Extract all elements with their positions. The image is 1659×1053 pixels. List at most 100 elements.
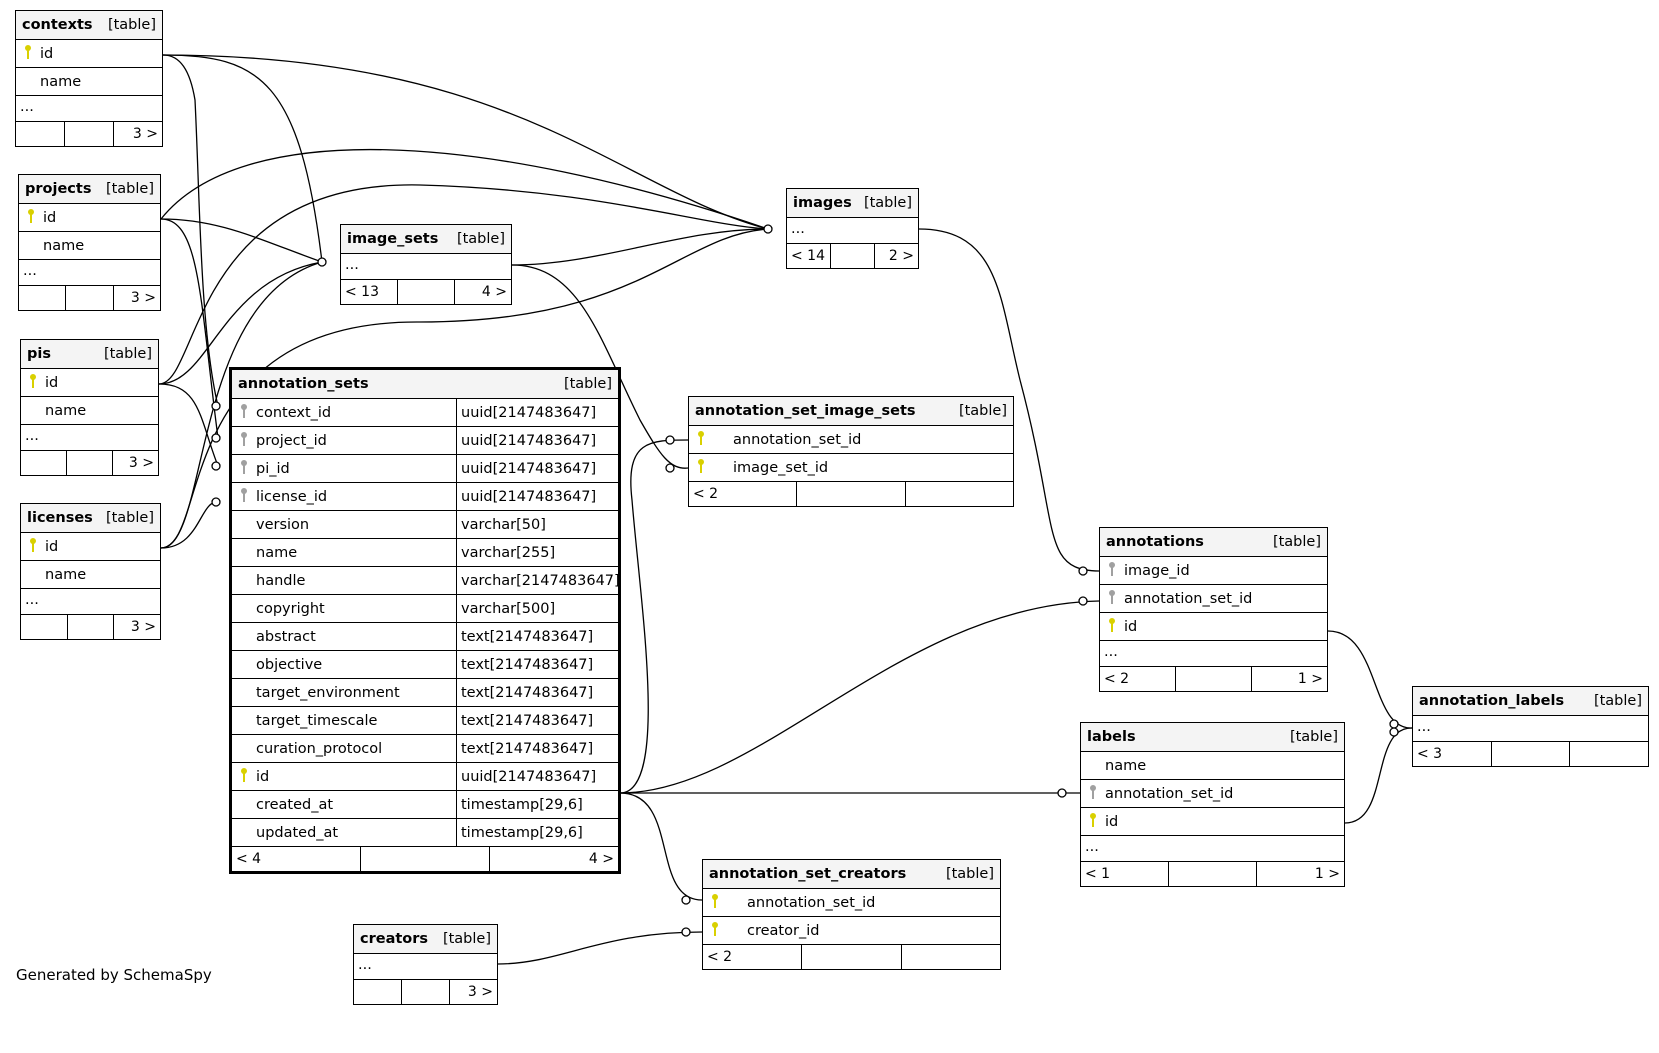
column-name: created_at [256,796,334,813]
column-type: uuid[2147483647] [456,455,618,482]
table-kind: [table] [105,510,154,526]
table-footer: 3 > [21,451,158,475]
column-name: copyright [256,600,325,617]
column-row[interactable]: id [1100,613,1327,641]
foreign-key-icon [232,487,256,506]
column-name: id [1124,618,1138,635]
table-projects[interactable]: projects[table] id name ... 3 > [18,174,161,311]
more-columns: ... [341,254,511,280]
table-kind: [table] [945,866,994,882]
table-kind: [table] [107,17,156,33]
table-creators[interactable]: creators[table] ... 3 > [353,924,498,1005]
column-row[interactable]: project_id uuid[2147483647] [232,427,618,455]
table-footer: < 3 [1413,742,1648,766]
column-row[interactable]: id [21,369,158,397]
table-licenses[interactable]: licenses[table] id name ... 3 > [20,503,161,640]
column-row[interactable]: curation_protocol text[2147483647] [232,735,618,763]
table-kind: [table] [563,376,612,392]
table-kind: [table] [863,195,912,211]
table-labels[interactable]: labels[table] name annotation_set_id id … [1080,722,1345,887]
table-name: annotation_labels [1419,693,1565,709]
table-annotation-set-creators[interactable]: annotation_set_creators[table] annotatio… [702,859,1001,970]
column-name: id [45,538,59,555]
column-type: text[2147483647] [456,707,618,734]
column-name: version [256,516,310,533]
column-row[interactable]: creator_id [703,917,1000,945]
more-columns: ... [1081,836,1344,862]
column-row[interactable]: id [19,204,160,232]
column-name: image_id [1124,562,1190,579]
table-kind: [table] [456,231,505,247]
more-columns: ... [21,589,160,615]
primary-key-icon [21,373,45,392]
table-kind: [table] [442,931,491,947]
column-row[interactable]: created_at timestamp[29,6] [232,791,618,819]
column-name: id [256,768,270,785]
column-row[interactable]: annotation_set_id [1081,780,1344,808]
table-annotation-labels[interactable]: annotation_labels [table] ... < 3 [1412,686,1649,767]
table-name: licenses [27,510,93,526]
primary-key-icon [19,208,43,227]
column-row[interactable]: annotation_set_id [689,426,1013,454]
column-type: timestamp[29,6] [456,791,618,818]
table-annotation-set-image-sets[interactable]: annotation_set_image_sets[table] annotat… [688,396,1014,507]
column-name: curation_protocol [256,740,383,757]
column-row[interactable]: name [21,561,160,589]
foreign-key-icon [1081,784,1105,803]
column-row[interactable]: id [1081,808,1344,836]
column-row[interactable]: id [16,40,162,68]
table-name: annotations [1106,534,1204,550]
column-name: abstract [256,628,316,645]
table-contexts[interactable]: contexts[table] id name ... 3 > [15,10,163,147]
column-type: varchar[500] [456,595,618,622]
primary-key-icon [689,458,713,477]
column-row[interactable]: image_set_id [689,454,1013,482]
primary-key-icon [1100,617,1124,636]
more-columns: ... [1413,716,1648,742]
column-name: annotation_set_id [1124,590,1253,607]
column-name: annotation_set_id [747,894,876,911]
column-row[interactable]: id [21,533,160,561]
primary-key-icon [232,767,256,786]
table-kind: [table] [1593,693,1642,709]
column-row[interactable]: copyright varchar[500] [232,595,618,623]
table-footer: 3 > [16,122,162,146]
table-annotations[interactable]: annotations[table] image_id annotation_s… [1099,527,1328,692]
column-type: uuid[2147483647] [456,427,618,454]
column-row[interactable]: name [19,232,160,260]
column-type: text[2147483647] [456,679,618,706]
column-row[interactable]: name [1081,752,1344,780]
column-row[interactable]: name [16,68,162,96]
column-name: objective [256,656,323,673]
more-columns: ... [16,96,162,122]
column-row[interactable]: name [21,397,158,425]
column-row[interactable]: annotation_set_id [703,889,1000,917]
column-name: annotation_set_id [1105,785,1234,802]
table-pis[interactable]: pis[table] id name ... 3 > [20,339,159,476]
primary-key-icon [16,44,40,63]
column-type: text[2147483647] [456,735,618,762]
column-name: project_id [256,432,327,449]
column-row[interactable]: image_id [1100,557,1327,585]
column-row[interactable]: annotation_set_id [1100,585,1327,613]
column-name: name [45,566,87,583]
